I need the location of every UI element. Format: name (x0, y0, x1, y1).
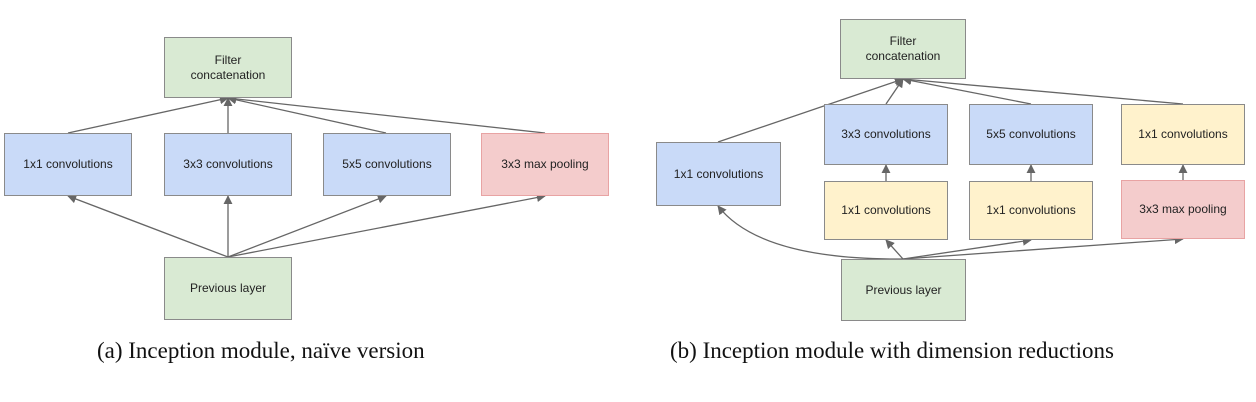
conv1x1-pool-proj-b: 1x1 convolutions (1121, 104, 1245, 165)
conv5x5-a: 5x5 convolutions (323, 133, 451, 196)
conv1x1-direct-b: 1x1 convolutions (656, 142, 781, 206)
previous-layer-a: Previous layer (164, 257, 292, 320)
caption-a: (a) Inception module, naïve version (97, 338, 425, 363)
arrow-b-prev-to-pool (902, 235, 1184, 260)
arrow-a-5x5-to-concat (227, 95, 387, 134)
arrow-a-prev-to-1x1 (67, 194, 229, 258)
conv1x1-a-label: 1x1 convolutions (23, 157, 113, 171)
conv1x1-a: 1x1 convolutions (4, 133, 132, 196)
previous-layer-a-label: Previous layer (189, 281, 267, 295)
caption-b: (b) Inception module with dimension redu… (670, 338, 1114, 363)
arrow-b-prev-to-reduce5x5 (902, 236, 1032, 260)
conv3x3-b-label: 3x3 convolutions (841, 127, 931, 141)
arrow-a-1x1-to-concat (67, 95, 229, 134)
arrow-a-prev-to-5x5 (227, 194, 387, 258)
conv5x5-b: 5x5 convolutions (969, 104, 1093, 165)
arrow-b-prev-to-1x1-direct (717, 205, 904, 260)
reduce-5x5-b: 1x1 convolutions (969, 181, 1093, 240)
filter-concat-a-label: Filter concatenation (190, 52, 266, 82)
filter-concat-a: Filter concatenation (164, 37, 292, 98)
arrow-b-1x1-proj-to-concat (902, 75, 1184, 105)
arrow-b-prev-to-reduce3x3 (885, 239, 904, 260)
conv3x3-a-label: 3x3 convolutions (183, 157, 273, 171)
arrow-b-3x3-to-concat (885, 78, 904, 105)
arrow-a-pool-to-concat (227, 94, 546, 134)
conv1x1-direct-b-label: 1x1 convolutions (673, 166, 764, 181)
reduce-3x3-b: 1x1 convolutions (824, 181, 948, 240)
conv3x3-a: 3x3 convolutions (164, 133, 292, 196)
arrow-a-prev-to-pool (227, 193, 546, 258)
maxpool-b: 3x3 max pooling (1121, 180, 1245, 239)
reduce-3x3-b-label: 1x1 convolutions (841, 203, 931, 217)
conv5x5-a-label: 5x5 convolutions (342, 157, 432, 171)
filter-concat-b: Filter concatenation (840, 19, 966, 79)
previous-layer-b-label: Previous layer (865, 282, 942, 297)
maxpool-a: 3x3 max pooling (481, 133, 609, 196)
maxpool-a-label: 3x3 max pooling (501, 157, 589, 171)
previous-layer-b: Previous layer (841, 259, 966, 321)
maxpool-b-label: 3x3 max pooling (1139, 202, 1227, 216)
conv5x5-b-label: 5x5 convolutions (986, 127, 1076, 141)
reduce-5x5-b-label: 1x1 convolutions (986, 203, 1076, 217)
conv3x3-b: 3x3 convolutions (824, 104, 948, 165)
arrow-b-1x1-direct-to-concat (717, 77, 904, 143)
filter-concat-b-label: Filter concatenation (865, 34, 941, 63)
arrow-b-5x5-to-concat (902, 76, 1032, 105)
conv1x1-pool-proj-b-label: 1x1 convolutions (1138, 127, 1228, 141)
